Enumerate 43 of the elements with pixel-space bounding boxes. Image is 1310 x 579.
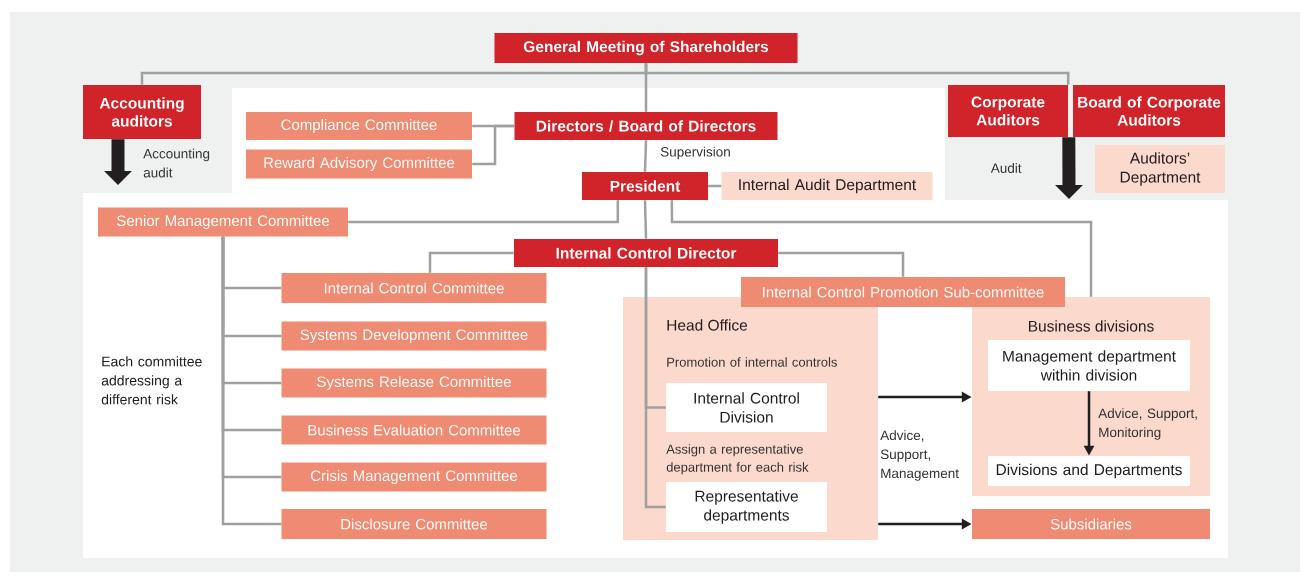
committee-box: Business Evaluation Committee (281, 415, 547, 445)
department-box: Management department within division (988, 340, 1190, 391)
auditor-box: Accounting auditors (83, 85, 201, 139)
department-box: Representative departments (666, 482, 827, 532)
connector-line (778, 251, 905, 277)
caption-text: Assign a representative department for each risk (666, 444, 809, 475)
officer-box: President (582, 172, 708, 200)
committee-box: Senior Management Committee (98, 207, 348, 237)
committee-box: Reward Advisory Committee (246, 149, 472, 179)
edge-label: Advice, Support, Monitoring (1098, 408, 1197, 440)
connector-line (708, 184, 722, 188)
connector-line (644, 267, 666, 509)
connector-line (221, 236, 282, 526)
edge-label: Audit (990, 163, 1022, 173)
connector-line (428, 251, 514, 273)
edge-label: Supervision (660, 146, 730, 160)
body-box: General Meeting of Shareholders (494, 33, 798, 63)
auditor-box: Corporate Auditors (948, 85, 1068, 137)
committee-box: Internal Control Promotion Sub-committee (741, 277, 1065, 307)
connector-line (670, 200, 1093, 297)
committee-box: Disclosure Committee (281, 509, 547, 539)
committee-box: Internal Control Committee (281, 273, 547, 303)
department-box: Auditors’ Department (1095, 145, 1225, 193)
officer-box: Internal Control Director (514, 239, 778, 267)
connector-line (472, 124, 515, 166)
department-box: Internal Control Division (666, 383, 827, 432)
caption-text: Promotion of internal controls (667, 357, 837, 367)
committee-box: Crisis Management Committee (281, 462, 547, 492)
auditor-box: Board of Corporate Auditors (1073, 85, 1225, 137)
connector-line (348, 200, 620, 224)
committee-box: Systems Development Committee (281, 321, 547, 351)
connector-line (644, 63, 648, 112)
committee-box: Systems Release Committee (281, 368, 547, 398)
connector-line (643, 200, 648, 239)
edge-label: Advice, Support, Management (880, 430, 959, 481)
edge-label: Accounting audit (143, 148, 210, 178)
connector-line (643, 140, 648, 172)
note-text: Each committee addressing a different risk (101, 356, 202, 405)
department-box: Internal Audit Department (721, 172, 933, 200)
department-box: Divisions and Departments (988, 456, 1190, 486)
subsidiary-box: Subsidiaries (972, 509, 1210, 539)
committee-box: Compliance Committee (246, 112, 472, 140)
body-box: Directors / Board of Directors (514, 112, 778, 140)
